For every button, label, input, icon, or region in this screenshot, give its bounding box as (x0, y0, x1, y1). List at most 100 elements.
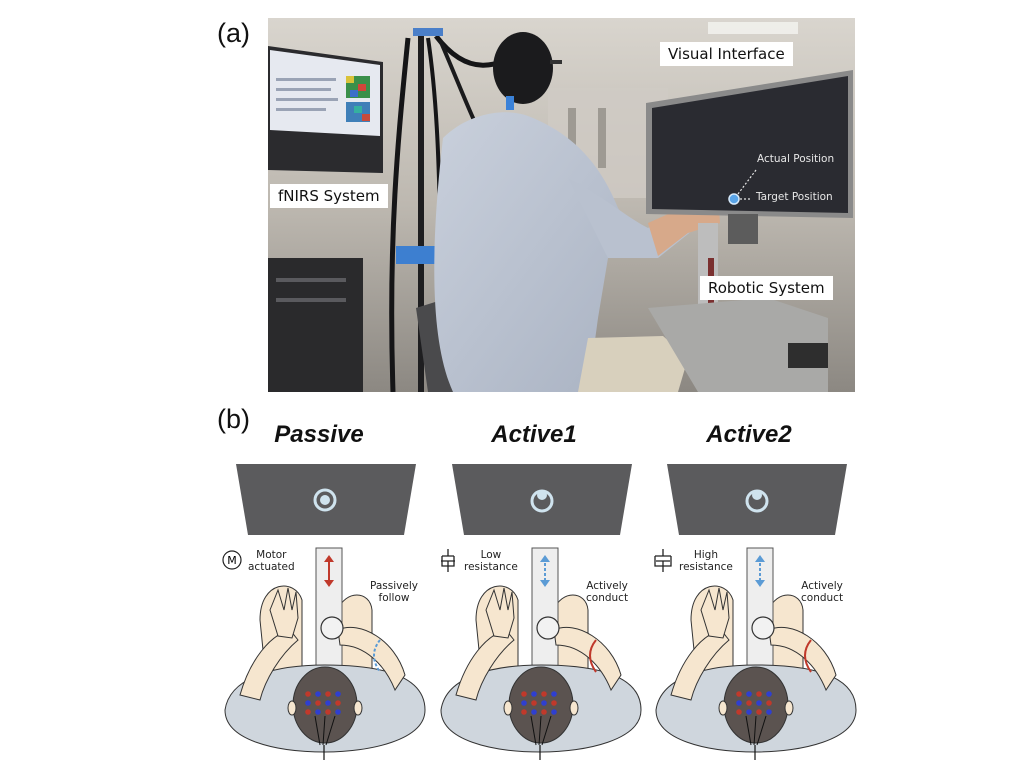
cap-connector (506, 96, 514, 110)
optode-source (541, 709, 547, 715)
arm-motion-arrow (373, 639, 381, 673)
motor-icon (222, 550, 242, 570)
optode-detector (531, 709, 537, 715)
target-ring (313, 488, 337, 512)
right-ear (569, 700, 579, 716)
device-label-line2: resistance (464, 561, 518, 573)
optode-source (325, 709, 331, 715)
monitor-stand (728, 214, 758, 244)
target-position-label: Target Position (756, 191, 833, 203)
optode-source (551, 700, 557, 706)
ceiling-light (708, 22, 798, 34)
robotic-system-label: Robotic System (700, 276, 833, 300)
arrow-head-down (540, 580, 550, 587)
arm-motion-arrow (804, 639, 812, 673)
fnirs-cable (389, 37, 411, 392)
action-label-line1: Passively (370, 580, 418, 592)
left-ear (287, 700, 297, 716)
action-label-line2: conduct (801, 592, 844, 604)
optode-source (325, 691, 331, 697)
optode-detector (531, 691, 537, 697)
actual-position-arrow (737, 169, 757, 195)
right-arm (768, 626, 837, 692)
actual-position-label: Actual Position (757, 153, 835, 165)
rack-detail (276, 298, 346, 302)
fnirs-system-label: fNIRS System (270, 184, 388, 208)
optode-cable (314, 715, 336, 746)
left-hand (269, 587, 299, 639)
action-label-line1: Actively (586, 580, 628, 592)
arrow-head-up (540, 555, 550, 562)
device-label-line1: Motor (256, 549, 287, 561)
experiment-setup-photo: Visual Interface fNIRS System Robotic Sy… (268, 18, 855, 392)
condition-title-active2: Active2 (706, 421, 792, 448)
handle-knob (751, 616, 775, 640)
photo-illustration (268, 18, 855, 392)
rack-detail (276, 278, 346, 282)
panel-a-label: (a) (217, 18, 250, 48)
motor-icon-glyph: M (227, 554, 237, 567)
action-label-line2: conduct (586, 592, 629, 604)
blue-tray (396, 246, 442, 264)
optode-detector (305, 700, 311, 706)
condition-schematic (654, 464, 857, 760)
optode-source (746, 700, 752, 706)
left-arm (239, 629, 299, 701)
arrow-head-down (324, 580, 334, 587)
glasses (550, 60, 562, 64)
optode-source (335, 700, 341, 706)
device-label-line1: High (693, 549, 718, 561)
optode-detector (736, 700, 742, 706)
optode-cable (745, 715, 767, 746)
device-label-line2: actuated (248, 561, 295, 573)
right-ear (784, 700, 794, 716)
device-label-line2: resistance (679, 561, 733, 573)
shelf-post (568, 108, 576, 168)
cable-clip (413, 28, 443, 36)
optode-source (305, 691, 311, 697)
condition-schematic: M (222, 464, 426, 760)
optode-detector (766, 691, 772, 697)
head (508, 666, 574, 744)
screen-text-line (276, 88, 331, 91)
optode-detector (335, 691, 341, 697)
cable-stand-pole (418, 28, 424, 392)
handle-track (746, 547, 774, 671)
screen-text-line (276, 108, 326, 111)
optode-source (315, 700, 321, 706)
head (723, 666, 789, 744)
optode-detector (746, 709, 752, 715)
optode-source (531, 700, 537, 706)
optode-detector (766, 709, 772, 715)
condition-schematic (440, 464, 642, 760)
optode-source (756, 709, 762, 715)
left-arm (670, 629, 730, 701)
arrow-head-up (755, 555, 765, 562)
heatmap-cell (350, 90, 358, 97)
left-ear (718, 700, 728, 716)
panel-b-label: (b) (217, 404, 250, 434)
optode-source (305, 709, 311, 715)
optode-source (521, 709, 527, 715)
shelf-post (598, 108, 606, 168)
action-label-line1: Actively (801, 580, 843, 592)
cursor-dot (752, 490, 762, 500)
heatmap-cell (362, 114, 370, 121)
optode-detector (335, 709, 341, 715)
handle-track (531, 547, 559, 671)
optode-detector (325, 700, 331, 706)
optode-source (521, 691, 527, 697)
visual-interface-label: Visual Interface (660, 42, 793, 66)
head (292, 666, 358, 744)
damper-icon (441, 549, 455, 572)
cursor-dot (320, 495, 330, 505)
left-arm (455, 629, 515, 701)
optode-detector (541, 700, 547, 706)
